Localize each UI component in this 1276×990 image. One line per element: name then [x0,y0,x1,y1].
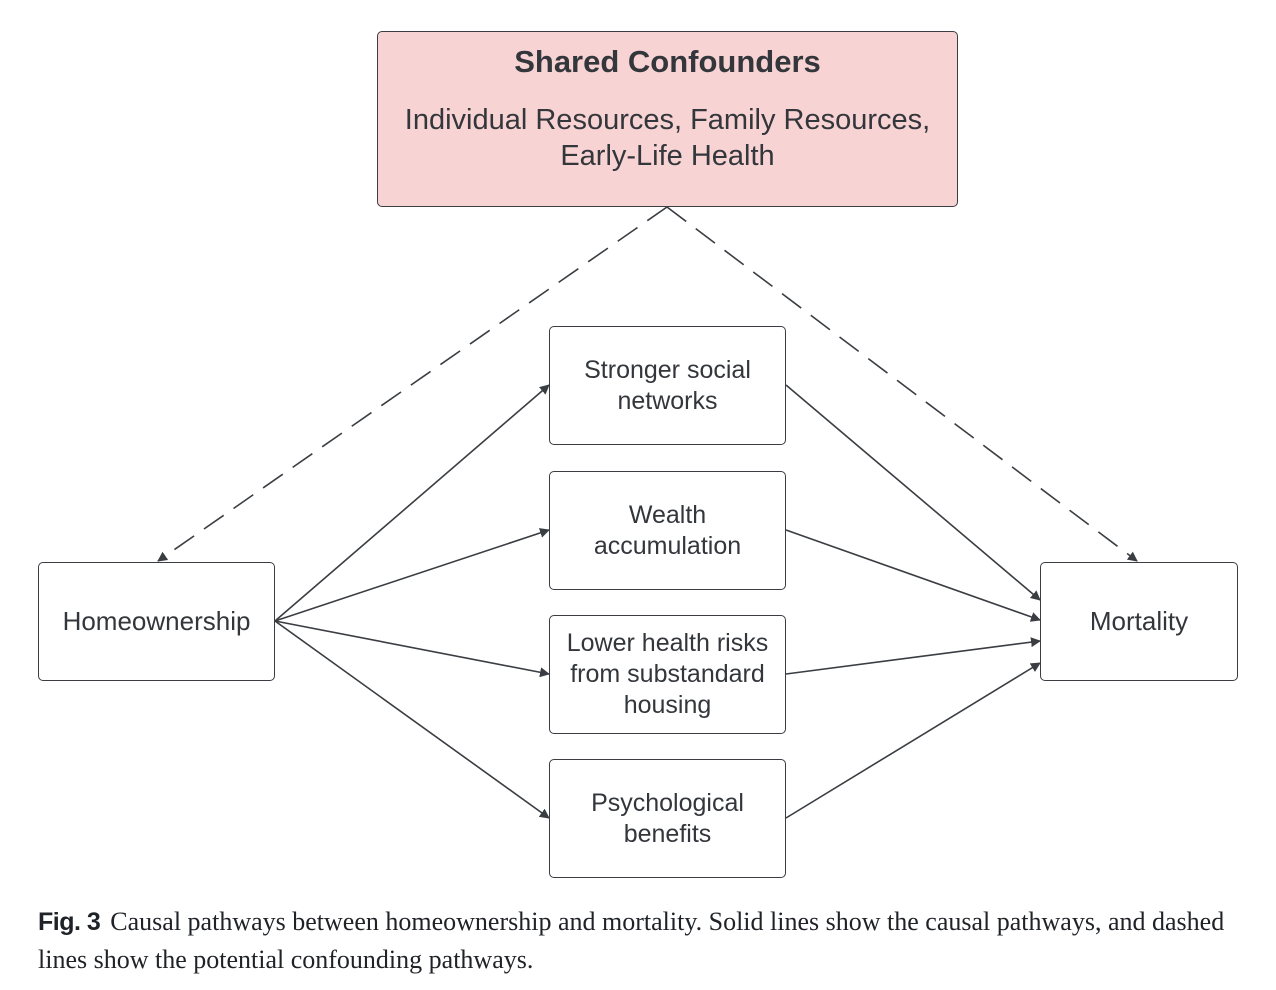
edge-homeownership-health-risks [274,620,550,678]
mediator-line: Stronger social [584,355,751,384]
dashed-edge-confounder-homeownership [157,206,668,562]
mortality-box: Mortality [1040,562,1238,681]
edge-homeownership-social-networks [274,384,550,622]
mediator-line: Wealth [628,500,707,529]
mediator-line: housing [623,691,712,719]
mediator-psychological: Psychological benefits [549,759,786,878]
mediator-line: accumulation [593,531,742,560]
homeownership-box: Homeownership [38,562,275,681]
edge-homeownership-wealth [274,528,550,622]
mediator-line: Lower health risks [566,629,769,657]
mediator-line: networks [617,386,718,415]
edge-social-networks-mortality [785,384,1041,601]
edge-wealth-mortality [785,529,1041,622]
mediator-health-risks: Lower health risks from substandard hous… [549,615,786,734]
homeownership-label: Homeownership [62,606,251,636]
confounder-line-2: Early-Life Health [560,140,775,172]
mortality-label: Mortality [1089,606,1189,636]
confounder-description: Individual Resources, Family Resources, … [405,102,930,174]
mediator-wealth: Wealth accumulation [549,471,786,590]
edge-health-risks-mortality [785,637,1041,675]
mediator-line: Psychological [591,788,744,817]
figure-label: Fig. 3 [38,908,101,936]
mediator-line: benefits [623,819,712,848]
edge-psychological-mortality [785,662,1041,819]
confounder-box: Shared Confounders Individual Resources,… [377,31,958,207]
confounder-title: Shared Confounders [514,44,821,79]
edge-homeownership-psychological [274,620,550,819]
dashed-edge-confounder-mortality [666,206,1138,562]
mediator-social-networks: Stronger social networks [549,326,786,445]
mediator-line: from substandard [570,660,765,688]
caption-text: Causal pathways between homeownership an… [38,907,1225,974]
confounder-line-1: Individual Resources, Family Resources, [404,104,931,136]
